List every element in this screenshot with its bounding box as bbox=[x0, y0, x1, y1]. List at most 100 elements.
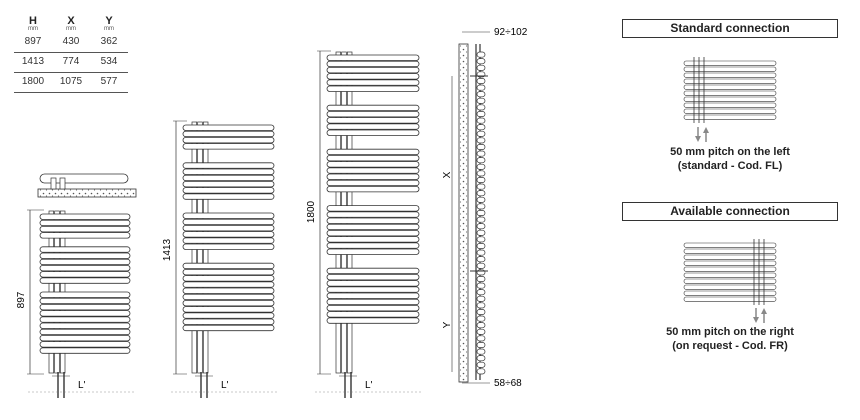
connection-tube bbox=[683, 254, 777, 260]
tube-profile bbox=[476, 309, 486, 315]
radiator-tube bbox=[39, 341, 131, 348]
radiator-tube bbox=[326, 173, 420, 180]
spacing-label-1413: L' bbox=[221, 380, 229, 391]
radiator-tube bbox=[39, 213, 131, 220]
tube-profile bbox=[476, 196, 486, 203]
radiator-tube bbox=[326, 236, 420, 243]
height-label-897: 897 bbox=[16, 291, 27, 308]
radiator-tube bbox=[326, 67, 420, 74]
connection-tube bbox=[683, 266, 777, 272]
connection-tube bbox=[683, 78, 777, 84]
tube-profile bbox=[476, 170, 486, 177]
tube-profile bbox=[476, 361, 486, 368]
radiator-tube bbox=[326, 248, 420, 255]
connection-tube bbox=[683, 90, 777, 96]
tube-profile bbox=[476, 368, 486, 375]
tube-profile bbox=[476, 289, 486, 296]
tube-profile bbox=[476, 163, 486, 170]
tube-profile bbox=[476, 210, 486, 216]
up-arrow-icon bbox=[703, 127, 709, 133]
radiator-tube bbox=[326, 273, 420, 281]
radiator-tube bbox=[39, 258, 131, 266]
radiator-tube bbox=[326, 73, 420, 80]
radiator-tube bbox=[39, 271, 131, 278]
tube-profile bbox=[476, 342, 486, 348]
radiator-tube bbox=[326, 111, 420, 118]
radiator-tube bbox=[39, 246, 131, 253]
radiator-tube bbox=[182, 306, 275, 313]
tube-profile bbox=[476, 249, 486, 256]
side-bottom-label: 58÷68 bbox=[494, 378, 522, 389]
side-view bbox=[451, 31, 490, 384]
tube-profile bbox=[476, 51, 486, 58]
radiator-tube bbox=[182, 180, 275, 188]
height-label-1413: 1413 bbox=[162, 238, 173, 261]
radiator-tube bbox=[39, 347, 131, 354]
side-x-label: X bbox=[442, 171, 453, 178]
standard-connection-caption: 50 mm pitch on the left (standard - Cod.… bbox=[670, 146, 790, 172]
radiator-tube bbox=[39, 310, 131, 317]
radiator-tube bbox=[39, 328, 131, 336]
radiator-tube bbox=[182, 287, 275, 294]
radiator-tube bbox=[326, 280, 420, 287]
radiator-tube bbox=[182, 237, 275, 244]
connection-tube bbox=[683, 260, 777, 266]
radiator-tube bbox=[182, 187, 275, 194]
radiator-tube bbox=[326, 286, 420, 293]
radiator-tube bbox=[182, 262, 275, 270]
tube-profile bbox=[476, 104, 486, 111]
connection-tube bbox=[683, 84, 777, 90]
tube-profile bbox=[476, 124, 486, 131]
tube-profile bbox=[476, 315, 486, 322]
tube-profile bbox=[476, 355, 486, 362]
tube-profile bbox=[476, 236, 486, 243]
radiator-tube bbox=[182, 299, 275, 307]
radiator-tube bbox=[182, 143, 275, 150]
tube-profile bbox=[476, 157, 486, 164]
shelf-top bbox=[37, 188, 137, 198]
radiator-tube bbox=[182, 218, 275, 226]
radiator-tube bbox=[182, 312, 275, 319]
radiator-tube bbox=[39, 219, 131, 227]
tube-profile bbox=[476, 302, 486, 309]
radiator-tube bbox=[39, 297, 131, 305]
radiator-tube bbox=[182, 162, 275, 169]
tube-profile bbox=[476, 183, 486, 190]
radiator-tube bbox=[326, 311, 420, 318]
connection-tube bbox=[683, 114, 777, 120]
radiator-tube bbox=[182, 124, 275, 131]
tube-profile bbox=[476, 256, 486, 263]
radiator-tube bbox=[326, 60, 420, 68]
radiator-tube bbox=[182, 243, 275, 250]
tube-profile bbox=[476, 348, 486, 355]
connection-tube bbox=[683, 60, 777, 66]
tube-profile bbox=[476, 282, 486, 289]
radiator-tube bbox=[182, 268, 275, 276]
radiator-tube bbox=[39, 334, 131, 342]
radiator-tube bbox=[326, 179, 420, 187]
connection-tube bbox=[683, 242, 777, 248]
tube-profile bbox=[476, 203, 486, 210]
tube-profile bbox=[476, 223, 486, 230]
available-connection-title: Available connection bbox=[622, 202, 838, 221]
radiator-tube bbox=[326, 123, 420, 130]
radiator-tube bbox=[326, 85, 420, 92]
up-arrow-icon bbox=[761, 308, 767, 314]
valve bbox=[50, 177, 57, 190]
radiator-tube bbox=[182, 275, 275, 282]
radiator-tube bbox=[326, 211, 420, 218]
tube-profile bbox=[476, 322, 486, 329]
tube-profile bbox=[476, 150, 486, 157]
table-row: 1413 774 534 bbox=[14, 52, 128, 73]
radiator-tube bbox=[326, 79, 420, 86]
tube-profile bbox=[476, 111, 486, 117]
radiator-tube bbox=[326, 267, 420, 275]
connection-tube bbox=[683, 290, 777, 296]
radiator-tube bbox=[326, 205, 420, 212]
standard-connection-title: Standard connection bbox=[622, 19, 838, 38]
radiator-tube bbox=[326, 167, 420, 174]
radiator-tube bbox=[326, 185, 420, 193]
connection-tube bbox=[683, 272, 777, 278]
connection-tube bbox=[683, 284, 777, 290]
tube-profile bbox=[476, 177, 486, 183]
